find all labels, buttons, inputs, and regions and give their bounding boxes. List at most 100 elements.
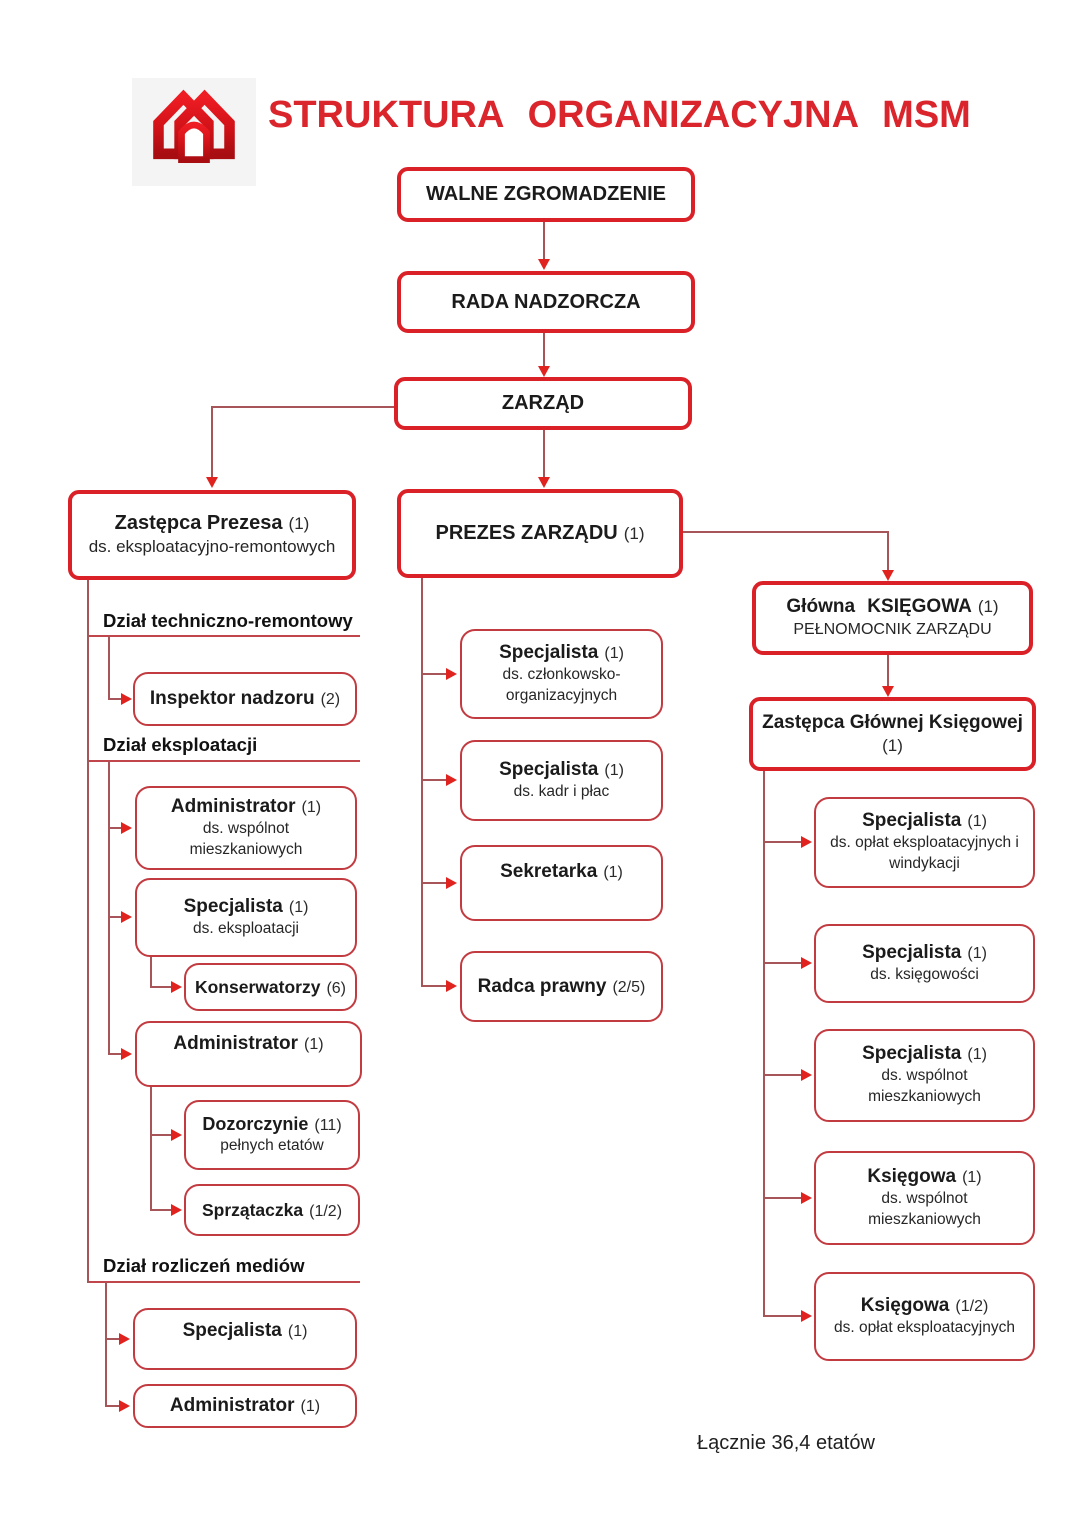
connector-line xyxy=(763,841,803,843)
node-title: Dozorczynie xyxy=(202,1113,309,1134)
node-title: Administrator xyxy=(169,1395,295,1416)
connector-line xyxy=(421,673,448,675)
node-count: (1) xyxy=(967,1046,987,1064)
node-count: (2/5) xyxy=(612,978,646,996)
connector-arrowhead xyxy=(119,1333,130,1345)
node-title: ZARZĄD xyxy=(501,392,585,414)
node-title: Specjalista xyxy=(862,941,962,963)
section-header-rozliczen-mediow: Dział rozliczeń mediów xyxy=(103,1255,305,1276)
node-glowna-ksiegowa: Główna KSIĘGOWA(1) PEŁNOMOCNIK ZARZĄDU xyxy=(752,581,1033,655)
node-count: (1) xyxy=(288,513,310,533)
node-count: (1/2) xyxy=(309,1202,343,1220)
connector-line xyxy=(421,985,448,987)
node-count: (2) xyxy=(320,691,341,708)
connector-arrowhead xyxy=(882,686,894,697)
node-subtitle: ds. kadr i płac xyxy=(513,782,610,800)
connector-arrowhead xyxy=(121,1048,132,1060)
connector-arrowhead xyxy=(801,1069,812,1081)
connector-line xyxy=(108,636,110,700)
section-divider-line xyxy=(87,1281,360,1283)
node-specjalista-oplat: Specjalista(1) ds. opłat eksploatacyjnyc… xyxy=(814,797,1035,888)
connector-arrowhead xyxy=(446,668,457,680)
node-radca-prawny: Radca prawny (2/5) xyxy=(460,951,663,1022)
connector-arrowhead xyxy=(801,957,812,969)
node-count: (1) xyxy=(882,736,903,755)
node-count: (1) xyxy=(603,864,623,881)
node-zastepca-glownej-ksiegowej: Zastępca Głównej Księgowej (1) xyxy=(749,697,1036,771)
connector-arrowhead xyxy=(801,836,812,848)
connector-line xyxy=(150,1087,152,1211)
connector-line xyxy=(108,698,123,700)
connector-line xyxy=(887,531,889,570)
node-title: PREZES ZARZĄDU xyxy=(435,522,618,544)
msm-logo xyxy=(132,78,256,186)
node-title: Specjalista xyxy=(182,1320,282,1341)
connector-line xyxy=(108,1053,123,1055)
node-subtitle: PEŁNOMOCNIK ZARZĄDU xyxy=(793,620,992,638)
section-header-eksploatacji: Dział eksploatacji xyxy=(103,734,258,755)
connector-arrowhead xyxy=(801,1192,812,1204)
node-title: Sprzątaczka xyxy=(201,1199,304,1220)
node-title: Specjalista xyxy=(862,1043,962,1065)
node-title: Specjalista xyxy=(499,641,599,663)
node-title: Sekretarka xyxy=(500,861,598,882)
node-title: Konserwatorzy xyxy=(194,976,321,997)
connector-arrowhead xyxy=(121,911,132,923)
node-subtitle: ds. księgowości xyxy=(870,965,979,983)
connector-line xyxy=(543,222,545,259)
connector-line xyxy=(105,1282,107,1407)
connector-arrowhead xyxy=(446,774,457,786)
connector-line xyxy=(683,531,889,533)
node-title: Radca prawny xyxy=(477,975,607,997)
connector-arrowhead xyxy=(206,477,218,488)
node-administrator-wspolnot: Administrator(1) ds. wspólnot mieszkanio… xyxy=(135,786,357,870)
node-count: (1) xyxy=(977,596,999,616)
node-sekretarka: Sekretarka (1) xyxy=(460,845,663,921)
connector-arrowhead xyxy=(538,259,550,270)
node-count: (1) xyxy=(304,1036,324,1053)
connector-arrowhead xyxy=(121,822,132,834)
node-title: Specjalista xyxy=(862,810,962,832)
page-title: STRUKTURA ORGANIZACYJNA MSM xyxy=(268,94,971,136)
node-title: Zastępca Prezesa xyxy=(114,511,283,534)
node-administrator-2: Administrator (1) xyxy=(135,1021,362,1087)
node-prezes-zarzadu: PREZES ZARZĄDU(1) xyxy=(397,489,683,578)
node-rada-nadzorcza: RADA NADZORCZA xyxy=(397,271,695,333)
node-subtitle: ds. opłat eksploatacyjnych i windykacji xyxy=(830,834,1019,872)
overlapping-houses-icon xyxy=(153,89,235,163)
connector-arrowhead xyxy=(121,693,132,705)
connector-arrowhead xyxy=(538,477,550,488)
node-specjalista-media: Specjalista(1) xyxy=(133,1308,357,1370)
connector-line xyxy=(211,406,394,408)
node-title: Księgowa xyxy=(860,1294,950,1316)
node-title: WALNE ZGROMADZENIE xyxy=(426,183,666,205)
connector-arrowhead xyxy=(171,981,182,993)
node-subtitle: ds. eksploatacji xyxy=(193,919,299,937)
node-title: Specjalista xyxy=(183,895,283,917)
node-zarzad: ZARZĄD xyxy=(394,377,692,430)
node-walne-zgromadzenie: WALNE ZGROMADZENIE xyxy=(397,167,695,222)
node-specjalista-ksiegowosci: Specjalista(1) ds. księgowości xyxy=(814,924,1035,1003)
node-count: (1) xyxy=(300,1398,321,1415)
connector-line xyxy=(87,580,89,1283)
node-specjalista-czlonkowsko: Specjalista(1) ds. członkowsko-organizac… xyxy=(460,629,663,719)
node-count: (6) xyxy=(326,979,346,997)
connector-line xyxy=(543,430,545,477)
connector-line xyxy=(763,962,803,964)
connector-line xyxy=(421,779,448,781)
connector-line xyxy=(543,333,545,366)
node-sprzataczka: Sprzątaczka (1/2) xyxy=(184,1184,360,1236)
node-ksiegowa-wspolnot: Księgowa(1) ds. wspólnot mieszkaniowych xyxy=(814,1151,1035,1245)
connector-arrowhead xyxy=(801,1310,812,1322)
node-subtitle: ds. eksploatacyjno-remontowych xyxy=(88,536,336,556)
node-subtitle: ds. wspólnot mieszkaniowych xyxy=(868,1189,981,1228)
node-title: Administrator xyxy=(173,1033,298,1054)
connector-line xyxy=(108,827,123,829)
section-header-techniczno-remontowy: Dział techniczno-remontowy xyxy=(103,610,353,631)
connector-arrowhead xyxy=(446,980,457,992)
connector-line xyxy=(150,1134,173,1136)
node-count: (1/2) xyxy=(955,1297,989,1315)
node-title: Główna KSIĘGOWA xyxy=(786,595,972,617)
node-subtitle: ds. wspólnot mieszkaniowych xyxy=(868,1067,981,1105)
node-title: Zastępca Głównej Księgowej xyxy=(762,712,1023,733)
